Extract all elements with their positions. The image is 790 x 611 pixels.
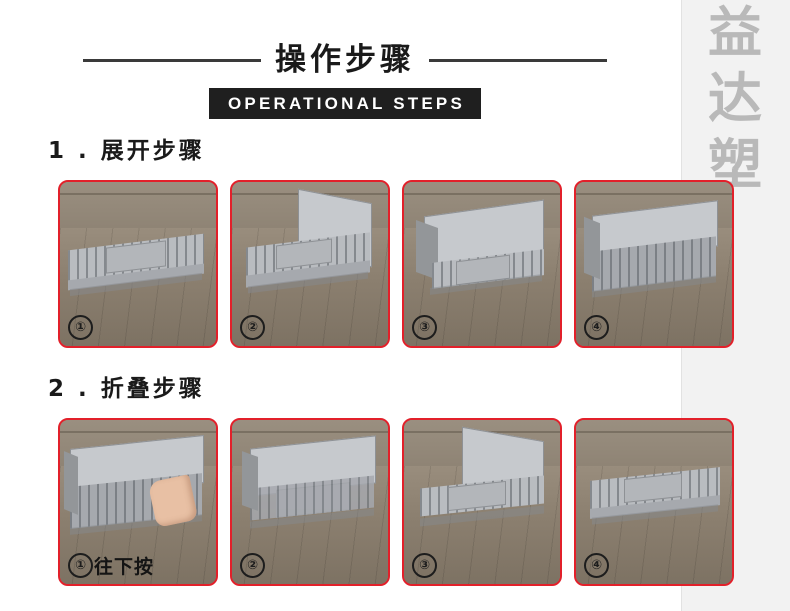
photo-1-2	[232, 182, 388, 346]
wall-line	[60, 192, 216, 195]
photo-2-2	[232, 420, 388, 584]
step-number-1-1: ①	[68, 315, 93, 340]
title-rule-right	[429, 58, 607, 62]
steps-row-fold: ① 往下按 ②	[58, 418, 758, 586]
wall-line	[60, 430, 216, 433]
step-number-2-4: ④	[584, 553, 609, 578]
wall-line	[404, 192, 560, 195]
photo-wall	[576, 420, 732, 472]
crate-side-wall	[584, 216, 600, 280]
step-number-2-3: ③	[412, 553, 437, 578]
step-image-1-3: ③	[402, 180, 562, 348]
step-number-2-2: ②	[240, 553, 265, 578]
brand-char-2: 达	[708, 67, 764, 130]
step-image-2-2: ②	[230, 418, 390, 586]
photo-2-4	[576, 420, 732, 584]
section-heading-unfold: 1 . 展开步骤	[48, 138, 205, 164]
page-title-row: 操作步骤	[0, 42, 690, 78]
photo-1-1	[60, 182, 216, 346]
step-label-2-1: 往下按	[94, 556, 155, 578]
header: 操作步骤 OPERATIONAL STEPS	[0, 20, 690, 120]
step-number-1-4: ④	[584, 315, 609, 340]
steps-row-unfold: ① ②	[58, 180, 758, 348]
step-image-1-1: ①	[58, 180, 218, 348]
photo-2-1	[60, 420, 216, 584]
step-image-2-4: ④	[574, 418, 734, 586]
brand-char-1: 益	[708, 1, 764, 64]
step-number-2-1: ①	[68, 553, 93, 578]
step-number-1-2: ②	[240, 315, 265, 340]
step-image-1-2: ②	[230, 180, 390, 348]
subtitle-wrap: OPERATIONAL STEPS	[0, 88, 690, 119]
step-image-2-1: ① 往下按	[58, 418, 218, 586]
crate-side-wall	[242, 451, 258, 511]
title-rule-left	[83, 58, 261, 62]
page-subtitle: OPERATIONAL STEPS	[208, 88, 482, 119]
brand-characters: 益 达 塑	[686, 0, 786, 198]
wall-line	[576, 430, 732, 433]
step-image-1-4: ④	[574, 180, 734, 348]
wall-line	[576, 192, 732, 195]
step-image-2-3: ③	[402, 418, 562, 586]
step-number-1-3: ③	[412, 315, 437, 340]
section-heading-fold: 2 . 折叠步骤	[48, 376, 205, 402]
photo-wall	[60, 182, 216, 234]
crate-side-wall	[64, 451, 78, 515]
page-title: 操作步骤	[275, 42, 415, 78]
wall-line	[232, 430, 388, 433]
